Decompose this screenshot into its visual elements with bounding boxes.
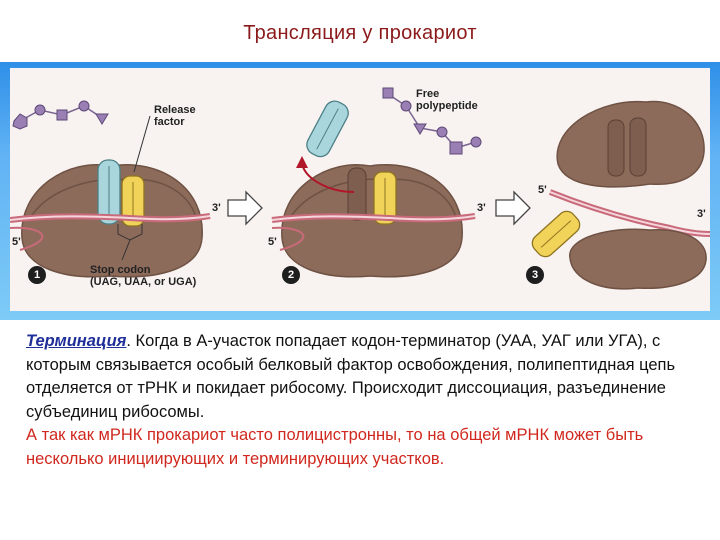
slide-title: Трансляция у прокариот <box>0 22 720 45</box>
polypeptide-chain-1 <box>13 101 108 129</box>
five-prime-1: 5' <box>12 236 21 248</box>
step-badge-2: 2 <box>282 266 300 284</box>
panel-3 <box>529 102 710 289</box>
three-prime-3: 3' <box>697 208 706 220</box>
small-subunit <box>570 229 706 289</box>
stop-codon-label: Stop codon(UAG, UAA, or UGA) <box>90 264 196 288</box>
five-prime-3: 5' <box>538 184 547 196</box>
termination-term: Терминация <box>26 332 126 350</box>
three-prime-2: 3' <box>477 202 486 214</box>
five-prime-2: 5' <box>268 236 277 248</box>
departing-trna <box>303 98 351 160</box>
step-arrow-2 <box>496 192 530 224</box>
step-arrow-1 <box>228 192 262 224</box>
panel-2 <box>272 88 481 277</box>
step-badge-1: 1 <box>28 266 46 284</box>
description-text: Терминация. Когда в А-участок попадает к… <box>26 330 706 471</box>
three-prime-1: 3' <box>212 202 221 214</box>
step-badge-3: 3 <box>526 266 544 284</box>
polycistronic-note: А так как мРНК прокариот часто полицистр… <box>26 426 643 468</box>
